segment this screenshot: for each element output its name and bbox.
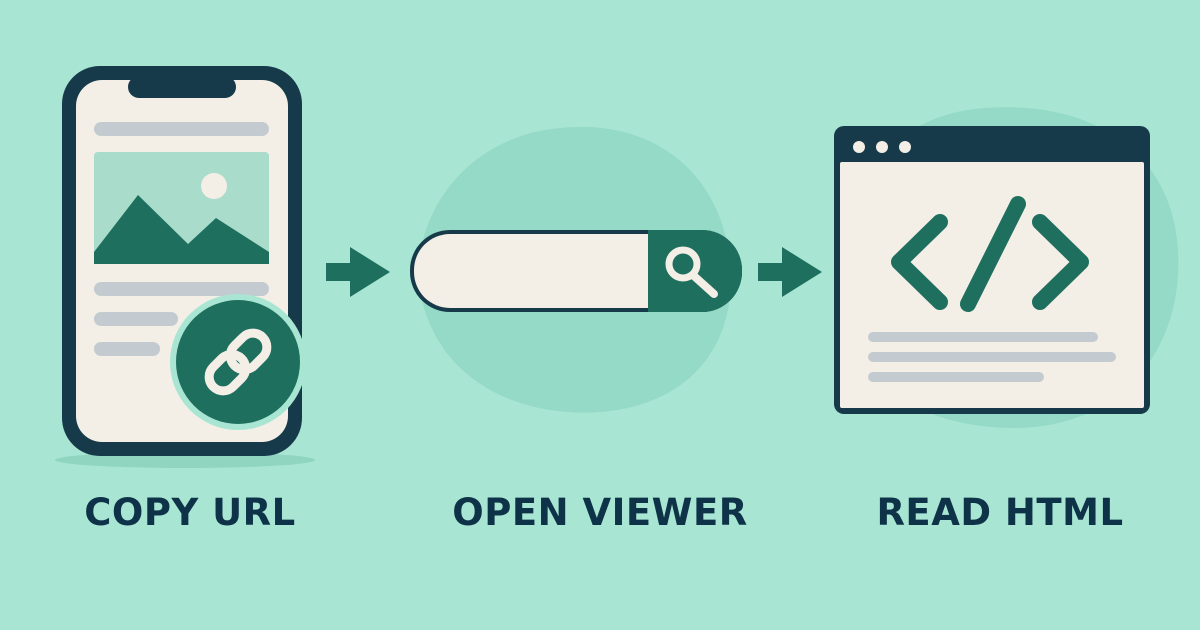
image-placeholder-icon — [94, 152, 269, 264]
arrow-right-icon — [758, 247, 822, 297]
link-badge-icon — [170, 294, 306, 430]
step-label-open-viewer: OPEN VIEWER — [452, 491, 748, 534]
magnifier-icon — [665, 246, 718, 298]
step-label-copy-url: COPY URL — [84, 491, 296, 534]
arrow-right-icon — [326, 247, 390, 297]
browser-window-icon — [834, 126, 1150, 414]
chain-link-icon — [204, 328, 272, 396]
search-bar-icon — [410, 230, 742, 312]
step-label-read-html: READ HTML — [876, 491, 1124, 534]
code-brackets-icon — [891, 196, 1089, 312]
